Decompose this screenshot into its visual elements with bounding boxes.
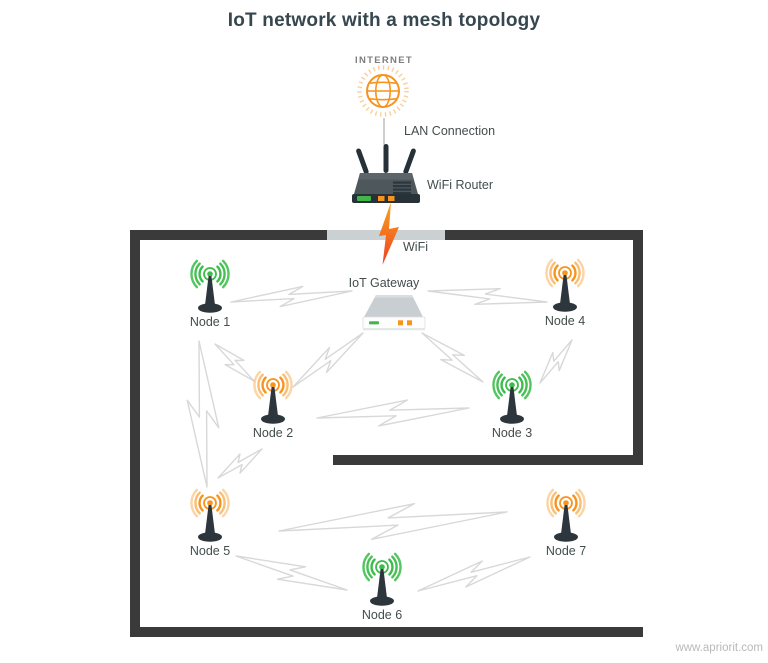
wall-top-right <box>445 230 643 240</box>
wall-left <box>130 230 140 637</box>
node-label: Node 4 <box>544 314 586 328</box>
connection-bolt <box>415 547 533 600</box>
internet-label: INTERNET <box>355 55 413 66</box>
wall-inner <box>333 455 643 465</box>
connection-bolt <box>209 338 259 387</box>
wifi-router-label: WiFi Router <box>427 178 493 192</box>
wall-top-left <box>130 230 327 240</box>
globe-icon <box>357 65 409 117</box>
antenna-icon <box>492 370 532 424</box>
connection-bolt <box>316 396 470 430</box>
connection-bolt <box>233 546 350 599</box>
node-label: Node 6 <box>361 608 403 622</box>
connection-bolt <box>534 335 579 388</box>
wifi-lightning-icon <box>379 202 399 265</box>
node-node-5: Node 5 <box>172 488 248 558</box>
node-node-4: Node 4 <box>527 258 603 328</box>
node-node-7: Node 7 <box>528 488 604 558</box>
iot-gateway-icon <box>362 295 426 331</box>
node-node-6: Node 6 <box>344 552 420 622</box>
antenna-icon <box>190 488 230 542</box>
antenna-icon <box>545 258 585 312</box>
antenna-icon <box>546 488 586 542</box>
wall-bottom <box>130 627 643 637</box>
node-label: Node 5 <box>189 544 231 558</box>
node-node-3: Node 3 <box>474 370 550 440</box>
connection-bolt <box>230 282 353 311</box>
mesh-connections <box>184 282 578 601</box>
node-label: Node 3 <box>491 426 533 440</box>
connection-bolt <box>278 496 509 547</box>
node-node-1: Node 1 <box>172 259 248 329</box>
lan-connection-label: LAN Connection <box>404 124 496 138</box>
node-label: Node 2 <box>252 426 294 440</box>
connection-bolt <box>184 340 222 488</box>
connection-bolt <box>214 442 267 484</box>
connection-bolt <box>427 282 548 311</box>
lan-connection-line <box>383 118 385 145</box>
diagram-title: IoT network with a mesh topology <box>227 10 541 31</box>
connection-bolt <box>288 326 369 394</box>
wifi-label: WiFi <box>403 240 428 254</box>
node-label: Node 7 <box>545 544 587 558</box>
wall-right <box>633 230 643 465</box>
wifi-router-icon <box>352 144 420 203</box>
antenna-icon <box>362 552 402 606</box>
node-node-2: Node 2 <box>235 370 311 440</box>
node-label: Node 1 <box>189 315 231 329</box>
connection-bolt <box>416 326 488 389</box>
iot-gateway-label: IoT Gateway <box>348 276 420 290</box>
antenna-icon <box>190 259 230 313</box>
watermark: www.apriorit.com <box>675 642 763 654</box>
antenna-icon <box>253 370 293 424</box>
